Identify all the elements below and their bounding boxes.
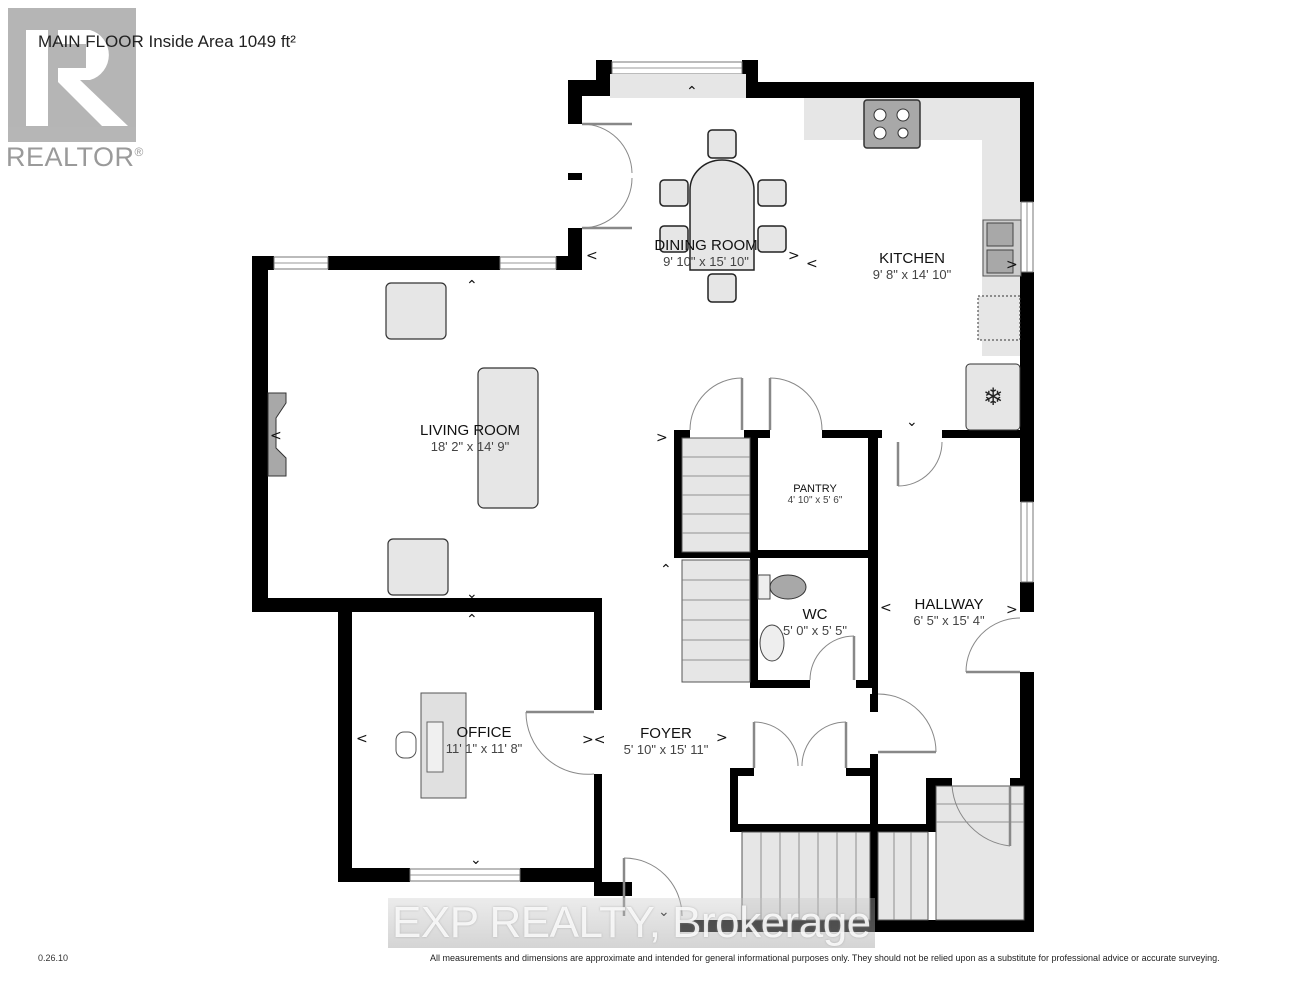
svg-text:>: >	[656, 430, 668, 446]
svg-text:<: <	[880, 600, 892, 616]
room-dimensions: 9' 10" x 15' 10"	[663, 254, 749, 269]
double-sink-icon	[982, 219, 1022, 277]
room-label-foyer: FOYER 5' 10" x 15' 11"	[623, 725, 709, 758]
room-name: OFFICE	[456, 724, 512, 741]
room-dimensions: 4' 10" x 5' 6"	[787, 495, 843, 506]
room-dimensions: 5' 0" x 5' 5"	[782, 623, 848, 638]
stove-icon	[863, 99, 921, 149]
svg-text:<: <	[356, 731, 368, 747]
room-label-dining-room: DINING ROOM 9' 10" x 15' 10"	[654, 237, 758, 270]
svg-text:><: ><	[582, 732, 605, 748]
svg-text:<: <	[270, 428, 282, 444]
room-dimensions: 5' 10" x 15' 11"	[623, 742, 709, 757]
room-label-pantry: PANTRY 4' 10" x 5' 6"	[788, 483, 843, 507]
room-name: DINING ROOM	[654, 237, 758, 254]
svg-text:⌃: ⌃	[466, 612, 478, 628]
fireplace-icon	[267, 392, 287, 477]
room-label-office: OFFICE 11' 1" x 11' 8"	[445, 724, 523, 757]
svg-text:⌄: ⌄	[466, 586, 478, 602]
svg-text:<: <	[586, 248, 598, 264]
measurement-disclaimer: All measurements and dimensions are appr…	[430, 953, 1220, 963]
room-name: LIVING ROOM	[419, 422, 521, 439]
realtor-r-logo-icon	[8, 8, 136, 142]
room-name: FOYER	[640, 725, 692, 742]
room-dimensions: 18' 2" x 14' 9"	[430, 439, 510, 454]
svg-text:⌄: ⌄	[470, 852, 482, 868]
realtor-brand-text: REALTOR®	[6, 142, 144, 173]
room-label-kitchen: KITCHEN 9' 8" x 14' 10"	[872, 250, 952, 283]
room-label-wc: WC 5' 0" x 5' 5"	[782, 606, 848, 639]
svg-text:⌃: ⌃	[660, 562, 672, 578]
version-number: 0.26.10	[38, 953, 69, 963]
room-name: WC	[802, 606, 828, 623]
svg-text:❄: ❄	[983, 383, 1003, 411]
desk-icon	[395, 692, 467, 799]
registered-mark: ®	[134, 145, 144, 159]
room-label-living-room: LIVING ROOM 18' 2" x 14' 9"	[419, 422, 521, 455]
room-label-hallway: HALLWAY 6' 5" x 15' 4"	[913, 596, 985, 629]
svg-text:>: >	[788, 248, 800, 264]
room-dimensions: 6' 5" x 15' 4"	[913, 613, 985, 628]
room-name: KITCHEN	[879, 250, 945, 267]
svg-text:<: <	[806, 256, 818, 272]
brokerage-watermark: EXP REALTY, Brokerage	[388, 898, 875, 948]
svg-text:>: >	[716, 730, 728, 746]
snowflake-fridge-icon: ❄	[965, 363, 1021, 431]
room-name: HALLWAY	[914, 596, 984, 613]
svg-text:⌃: ⌃	[466, 278, 478, 294]
svg-text:⌄: ⌄	[906, 414, 918, 430]
svg-text:>: >	[1006, 602, 1018, 618]
svg-text:>: >	[1006, 257, 1018, 273]
wash-basin-icon	[759, 624, 785, 662]
room-name: PANTRY	[793, 483, 837, 495]
room-dimensions: 11' 1" x 11' 8"	[445, 741, 523, 756]
svg-text:⌃: ⌃	[686, 84, 698, 100]
toilet-icon	[757, 574, 807, 600]
floor-title: MAIN FLOOR Inside Area 1049 ft²	[38, 32, 296, 51]
realtor-wordmark: REALTOR	[6, 142, 135, 172]
room-dimensions: 9' 8" x 14' 10"	[872, 267, 952, 282]
